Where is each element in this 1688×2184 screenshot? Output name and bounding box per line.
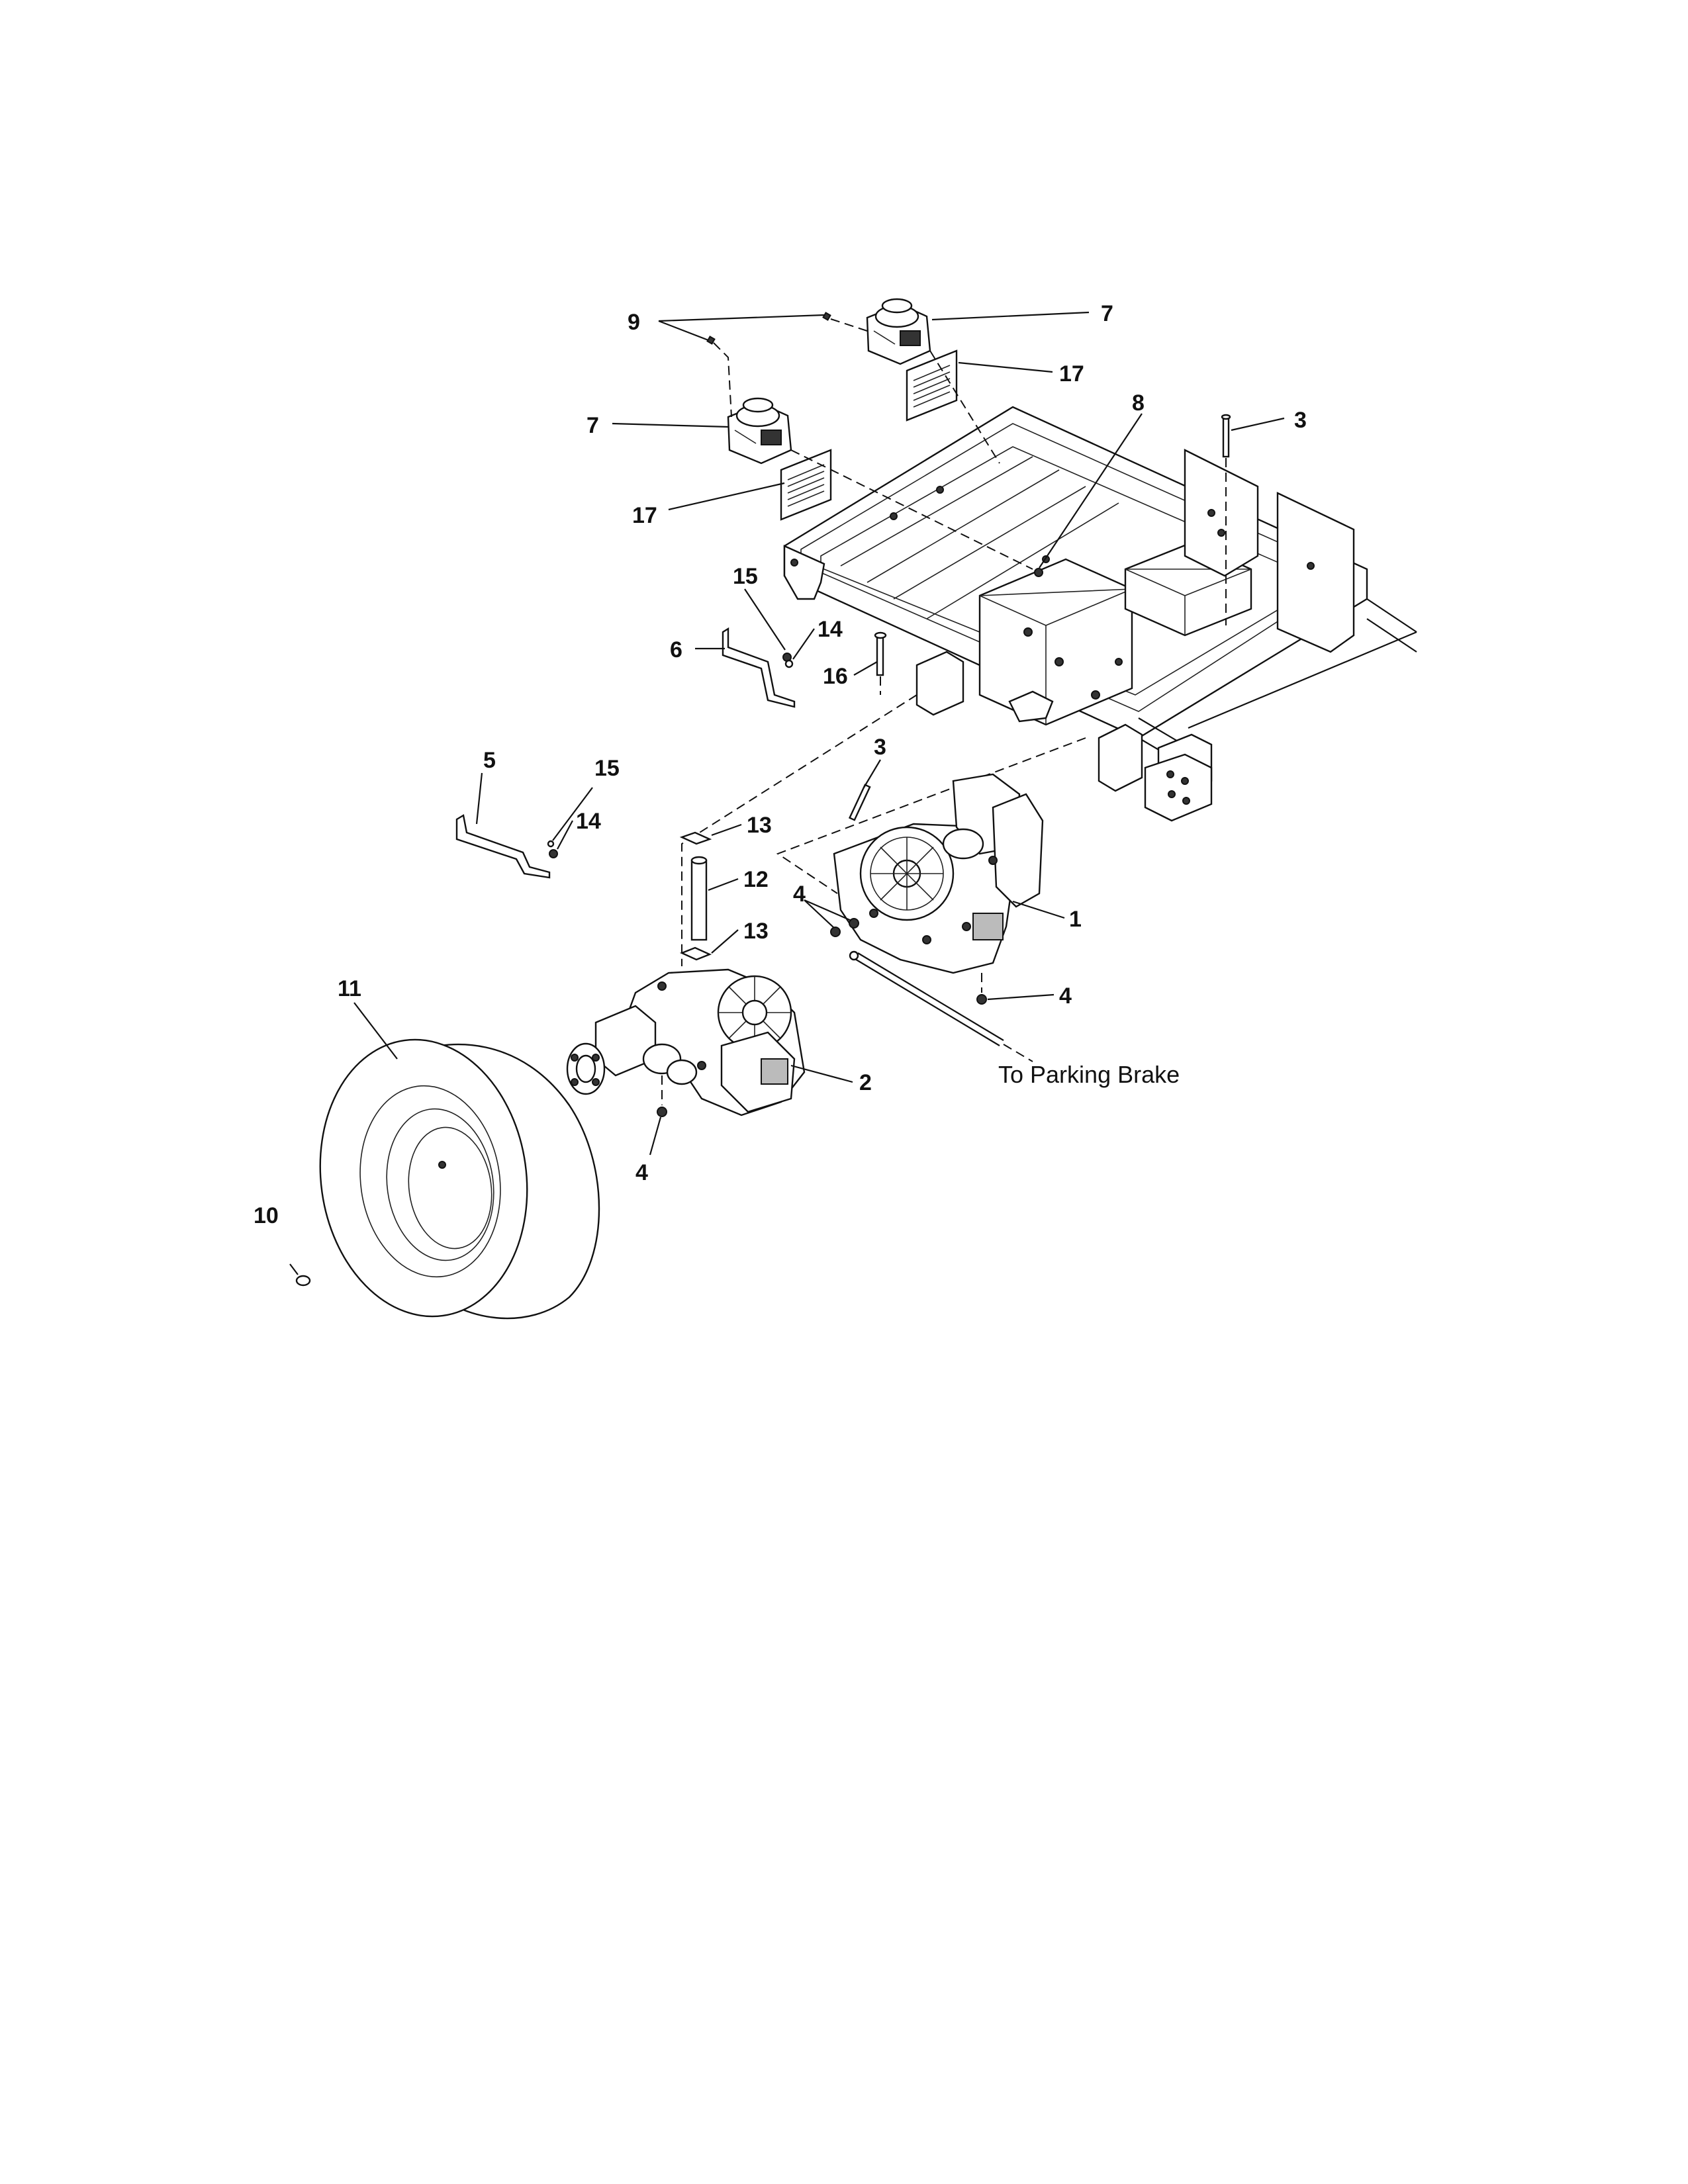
- callout-14-lower: 14: [576, 809, 601, 834]
- chassis-frame: [783, 406, 1417, 822]
- callout-8: 8: [1132, 390, 1145, 416]
- spacer-12: [690, 856, 708, 941]
- pin-3-upper: [1221, 414, 1231, 458]
- tire-11: [319, 1038, 600, 1320]
- callout-17-lower: 17: [632, 503, 657, 528]
- pump-assembly-lower: [727, 397, 832, 521]
- transaxle-2: [566, 968, 806, 1116]
- callout-labels: 9 7 17 7 17 8 3 15 14 6 16 5 15 14 3 13 …: [254, 301, 1307, 1228]
- bolt-9-parts: [706, 312, 831, 345]
- callout-5: 5: [483, 748, 496, 773]
- callout-4-upper-left: 4: [793, 882, 806, 907]
- callout-11: 11: [338, 976, 361, 1001]
- callout-15-upper: 15: [733, 564, 758, 589]
- bracket-6: [722, 627, 796, 708]
- nuts-4-right: [830, 918, 987, 1005]
- parking-brake-note: To Parking Brake: [998, 1061, 1180, 1088]
- leader-lines: [353, 311, 1285, 1156]
- callout-9: 9: [628, 310, 640, 335]
- pump-assembly-upper: [866, 298, 958, 422]
- callout-4-right: 4: [1059, 983, 1072, 1009]
- callout-12: 12: [743, 867, 769, 892]
- transaxle-1: [833, 773, 1044, 974]
- callout-2: 2: [859, 1070, 872, 1095]
- callout-13-upper: 13: [747, 813, 772, 838]
- pin-3-lower: [848, 784, 871, 821]
- parking-brake-rod: [849, 950, 1033, 1062]
- callout-7-upper: 7: [1101, 301, 1113, 326]
- callout-1: 1: [1069, 907, 1082, 932]
- callout-6: 6: [670, 637, 682, 662]
- callout-13-lower: 13: [743, 919, 769, 944]
- callout-7-lower: 7: [586, 413, 599, 438]
- washer-13-lower: [679, 946, 712, 961]
- washers-14-15: [547, 653, 794, 858]
- callout-3-upper: 3: [1294, 408, 1307, 433]
- bolt-8-part: [1034, 568, 1043, 577]
- bolt-16-part: [874, 631, 887, 676]
- washer-13-upper: [679, 831, 712, 845]
- callout-4-lower-left: 4: [635, 1160, 648, 1185]
- bracket-5: [455, 814, 551, 879]
- callout-14-upper: 14: [818, 617, 843, 642]
- nut-4-left: [657, 1107, 667, 1117]
- callout-15-lower: 15: [594, 756, 620, 781]
- callout-10: 10: [254, 1203, 279, 1228]
- lug-nut-10: [289, 1263, 311, 1287]
- callout-16: 16: [823, 664, 848, 689]
- callout-3-lower: 3: [874, 735, 886, 760]
- callout-17-upper: 17: [1059, 361, 1084, 387]
